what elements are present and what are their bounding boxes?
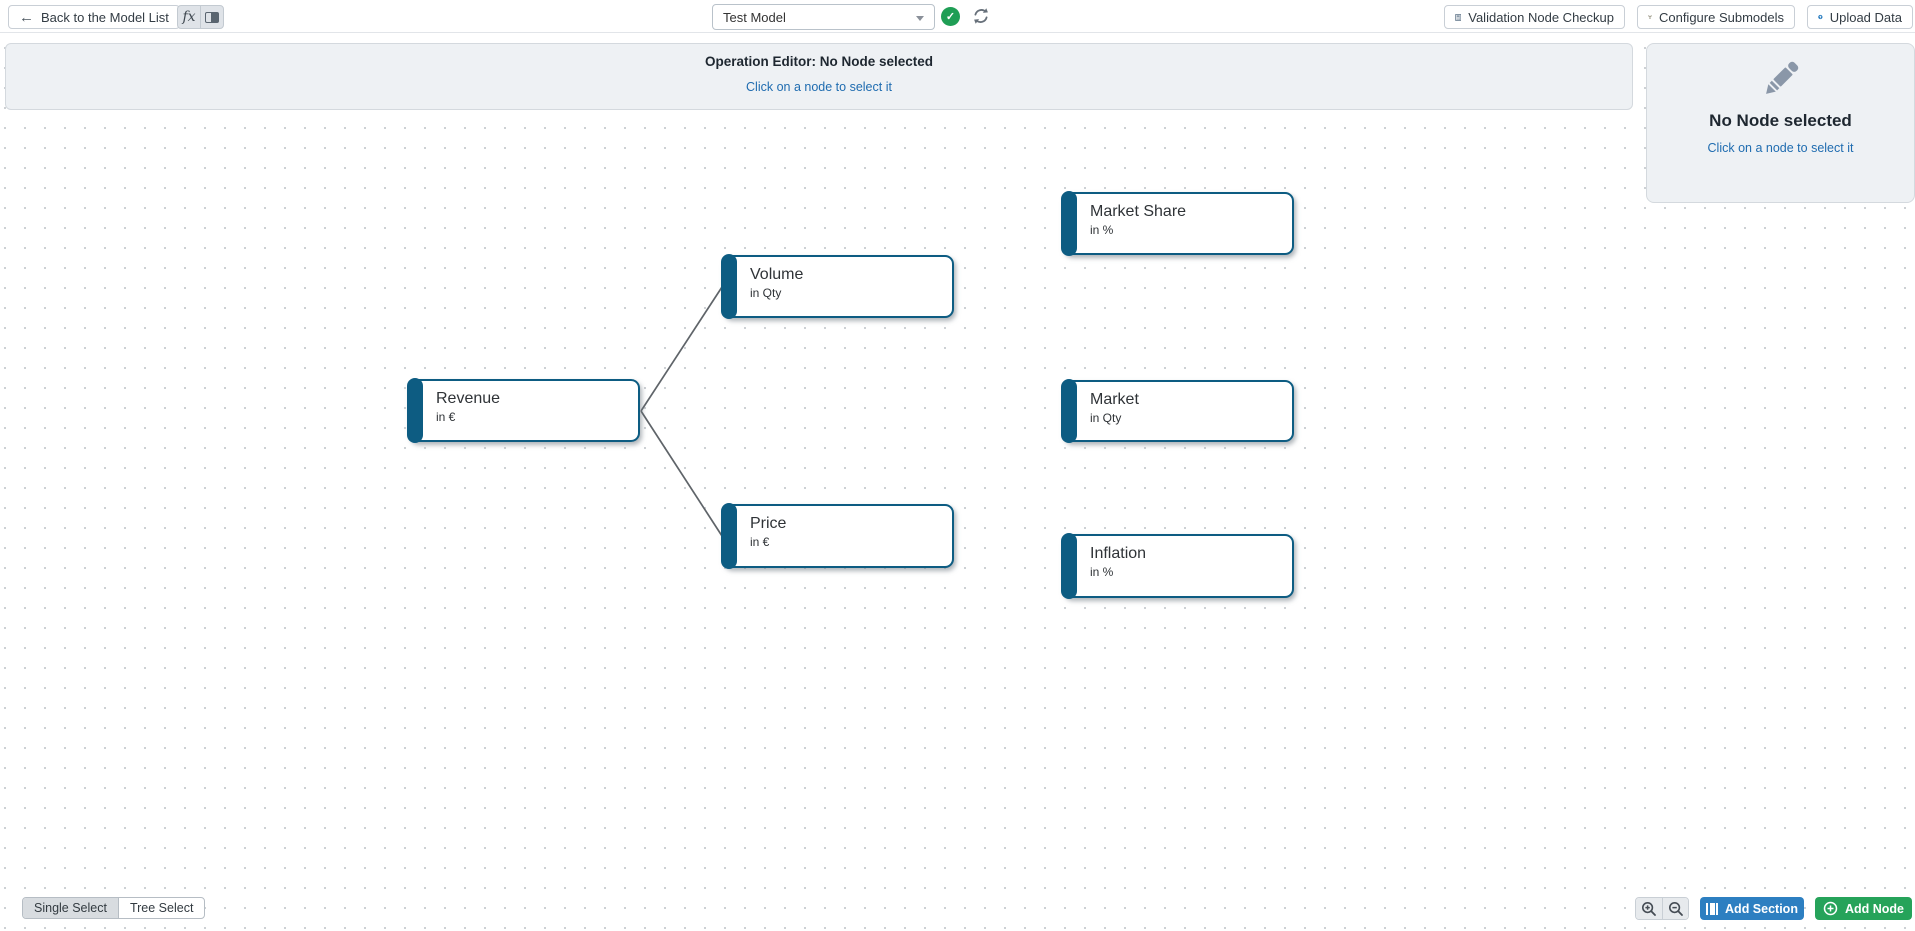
model-valid-check-icon: ✓: [941, 7, 960, 26]
single-select-tab[interactable]: Single Select: [23, 898, 118, 918]
check-glyph: ✓: [945, 11, 956, 23]
node-unit: in Qty: [1090, 411, 1122, 425]
node-body: Revenue in €: [410, 381, 638, 424]
node-unit: in %: [1090, 565, 1114, 579]
upload-button-label: Upload Data: [1829, 9, 1902, 25]
configure-submodels-button[interactable]: Configure Submodels: [1637, 5, 1795, 29]
node-info-panel: No Node selected Click on a node to sele…: [1646, 43, 1915, 203]
node-accent-bar: [721, 254, 737, 319]
node-title: Price: [750, 515, 787, 532]
node-inflation[interactable]: Inflation in %: [1061, 533, 1294, 599]
node-title: Market Share: [1090, 203, 1187, 220]
fx-icon: fx: [182, 9, 196, 25]
node-body: Price in €: [724, 506, 952, 549]
side-panel-icon: [205, 11, 219, 23]
node-revenue[interactable]: Revenue in €: [407, 378, 640, 443]
node-market-share[interactable]: Market Share in %: [1061, 191, 1294, 256]
validation-button-label: Validation Node Checkup: [1468, 9, 1614, 25]
node-accent-bar: [1061, 533, 1077, 599]
node-unit: in %: [1090, 223, 1114, 237]
add-node-label: Add Node: [1844, 901, 1905, 916]
branch-icon: [1648, 15, 1652, 19]
model-select-value: Test Model: [723, 9, 786, 25]
edge-revenue-price: [640, 410, 723, 537]
node-unit: in €: [436, 410, 456, 424]
back-to-model-list-button[interactable]: ← Back to the Model List: [8, 5, 180, 29]
zoom-out-icon: [1668, 901, 1683, 916]
add-section-button[interactable]: Add Section: [1700, 897, 1804, 920]
chevron-down-icon: [916, 16, 924, 21]
upload-icon: [1818, 14, 1823, 20]
node-unit: in Qty: [750, 286, 782, 300]
zoom-controls: [1635, 897, 1689, 920]
formula-fx-button[interactable]: fx: [177, 5, 201, 29]
add-section-label: Add Section: [1725, 901, 1798, 916]
node-title: Inflation: [1090, 545, 1147, 562]
refresh-icon[interactable]: [971, 6, 991, 26]
add-node-button[interactable]: Add Node: [1815, 897, 1912, 920]
add-node-icon: [1823, 901, 1838, 916]
node-accent-bar: [1061, 379, 1077, 443]
node-price[interactable]: Price in €: [721, 503, 954, 569]
node-accent-bar: [1061, 191, 1077, 256]
node-title: Volume: [750, 266, 804, 283]
node-body: Market Share in %: [1064, 194, 1292, 237]
info-panel-hint: Click on a node to select it: [1707, 141, 1854, 155]
operation-editor-title: Operation Editor: No Node selected: [704, 54, 934, 69]
node-accent-bar: [721, 503, 737, 569]
node-body: Inflation in %: [1064, 536, 1292, 579]
pencil-icon: [1765, 61, 1798, 94]
node-unit: in €: [750, 535, 770, 549]
operation-editor-hint: Click on a node to select it: [746, 80, 892, 94]
add-section-icon: [1706, 902, 1719, 915]
validation-node-checkup-button[interactable]: Validation Node Checkup: [1444, 5, 1625, 29]
edge-lines: [640, 286, 723, 537]
node-title: Revenue: [436, 390, 501, 407]
model-graph-canvas[interactable]: Operation Editor: No Node selected Click…: [0, 33, 1915, 931]
zoom-in-button[interactable]: [1636, 898, 1662, 919]
calculator-icon: [1455, 13, 1462, 21]
top-toolbar: ← Back to the Model List fx Test Model ✓…: [0, 0, 1915, 33]
configure-button-label: Configure Submodels: [1658, 9, 1784, 25]
node-market[interactable]: Market in Qty: [1061, 379, 1294, 443]
upload-data-button[interactable]: Upload Data: [1807, 5, 1913, 29]
model-select[interactable]: Test Model: [712, 4, 935, 30]
node-title: Market: [1090, 391, 1139, 408]
back-button-label: Back to the Model List: [41, 9, 169, 25]
node-body: Volume in Qty: [724, 257, 952, 300]
tree-select-tab[interactable]: Tree Select: [117, 898, 204, 918]
select-mode-switcher: Single Select Tree Select: [22, 897, 206, 919]
operation-editor-panel: Operation Editor: No Node selected Click…: [5, 43, 1633, 110]
node-body: Market in Qty: [1064, 382, 1292, 425]
side-panel-toggle-button[interactable]: [200, 5, 224, 29]
back-arrow-icon: ←: [19, 8, 34, 26]
zoom-out-button[interactable]: [1662, 898, 1688, 919]
edge-revenue-volume: [640, 286, 723, 412]
info-panel-title: No Node selected: [1709, 111, 1852, 130]
node-volume[interactable]: Volume in Qty: [721, 254, 954, 319]
node-accent-bar: [407, 378, 423, 443]
zoom-in-icon: [1641, 901, 1656, 916]
